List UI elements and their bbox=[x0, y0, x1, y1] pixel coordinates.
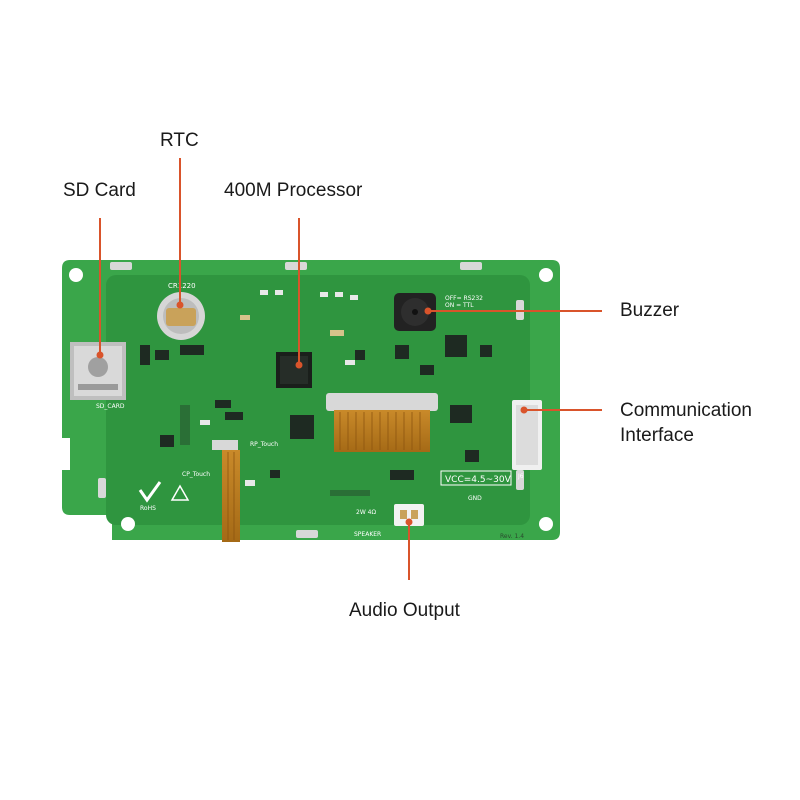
rohs-silkscreen: RoHS bbox=[140, 505, 156, 512]
buzzer-leader-dot bbox=[424, 307, 432, 315]
audio-output-label: Audio Output bbox=[349, 600, 460, 621]
rp-touch-silkscreen: RP_Touch bbox=[250, 441, 278, 448]
pcb-inner-panel bbox=[106, 275, 530, 525]
mounting-hole bbox=[69, 268, 83, 282]
rs232-silkscreen: OFF= RS232 ON = TTL bbox=[445, 295, 485, 309]
communication-leader-dot bbox=[520, 406, 528, 414]
lcd-fpc-connector bbox=[326, 393, 438, 452]
revision-silkscreen: Rev. 1.4 bbox=[500, 533, 524, 540]
callout-lines bbox=[96, 158, 602, 580]
touch-flex-cable bbox=[212, 440, 240, 542]
processor-label: 400M Processor bbox=[224, 180, 363, 201]
sd-card-leader-dot bbox=[96, 351, 104, 359]
speaker-spec-silkscreen: 2W 4Ω bbox=[356, 509, 376, 516]
rtc-label: RTC bbox=[160, 130, 199, 151]
edge-clips bbox=[98, 262, 524, 538]
vcc-silkscreen: VCC=4.5~30V bbox=[445, 475, 512, 485]
sd-card-label: SD Card bbox=[63, 180, 136, 201]
processor-leader-dot bbox=[295, 361, 303, 369]
buzzer-component bbox=[394, 293, 436, 331]
cp-touch-silkscreen: CP_Touch bbox=[182, 471, 210, 478]
audio-leader-dot bbox=[405, 518, 413, 526]
j6-silkscreen: J6 bbox=[517, 473, 524, 480]
rs232-line-1: OFF= RS232 bbox=[445, 295, 483, 302]
speaker-connector bbox=[394, 504, 424, 526]
mounting-hole bbox=[121, 517, 135, 531]
gnd-silkscreen: GND bbox=[468, 495, 482, 502]
speaker-silkscreen: SPEAKER bbox=[354, 531, 381, 538]
communication-interface-label: Communication Interface bbox=[620, 400, 752, 446]
rohs-mark bbox=[138, 481, 190, 503]
sd-card-silkscreen: SD_CARD bbox=[96, 403, 125, 410]
rtc-leader-dot bbox=[176, 301, 184, 309]
communication-connector bbox=[512, 400, 542, 470]
rtc-battery-holder bbox=[157, 292, 205, 340]
buzzer-label: Buzzer bbox=[620, 300, 680, 321]
mounting-hole bbox=[539, 268, 553, 282]
rs232-line-2: ON = TTL bbox=[445, 302, 474, 309]
rtc-battery-silkscreen: CR1220 bbox=[168, 282, 196, 290]
mounting-hole bbox=[539, 517, 553, 531]
sd-card-slot bbox=[70, 342, 126, 400]
smd-components bbox=[140, 290, 492, 496]
